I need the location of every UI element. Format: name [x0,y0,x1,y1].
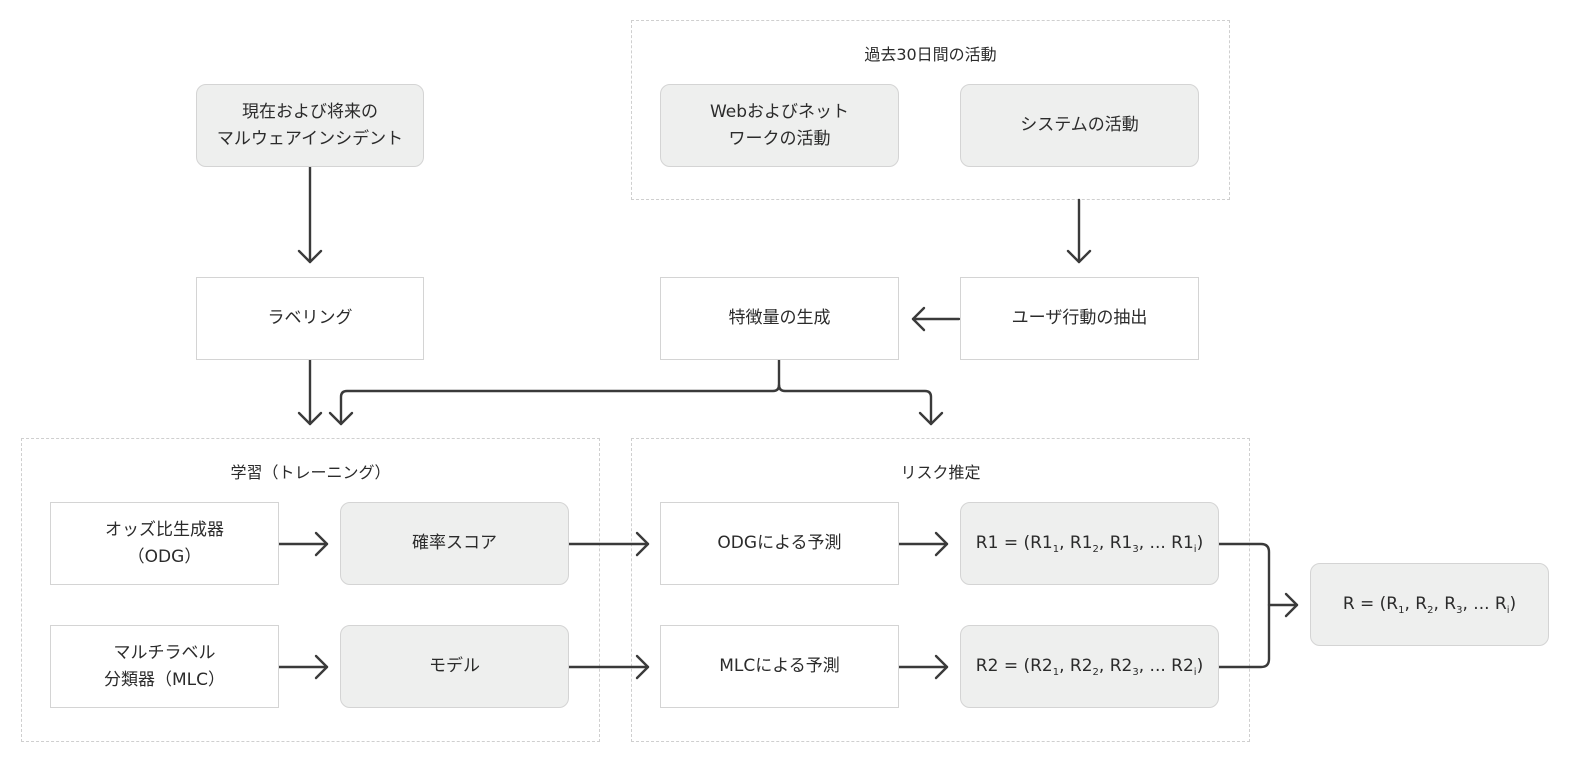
node-user-behavior-extraction: ユーザ行動の抽出 [960,277,1199,360]
group-activity: 過去30日間の活動 [631,20,1230,200]
r-final-formula: R = (R1, R2, R3, ... Ri) [1343,591,1516,618]
node-feature-generation: 特徴量の生成 [660,277,899,360]
edge-odg-to-probability [277,531,329,557]
edge-features-to-training [328,358,781,426]
formula-subscript: 1 [1052,667,1060,678]
node-mlc-prediction: MLCによる予測 [660,625,899,708]
edge-probability-to-odg-prediction [567,531,650,557]
formula-text: R = (R [1342,594,1399,614]
edge-r1-r2-to-r [1217,542,1299,669]
formula-text: , R2 [1059,656,1093,676]
node-odds-ratio-generator: オッズ比生成器 （ODG） [50,502,279,585]
node-system-activity: システムの活動 [960,84,1199,167]
edge-mlc-prediction-to-r2 [897,654,949,680]
formula-text: , R2 [1098,656,1133,676]
formula-text: , ... R [1462,594,1507,614]
formula-subscript: 3 [1132,667,1139,678]
node-r1: R1 = (R11, R12, R13, ... R1i) [960,502,1219,585]
formula-subscript: 1 [1398,605,1405,616]
edge-activity-to-extraction [1066,198,1092,264]
group-risk: リスク推定 [631,438,1250,742]
node-probability-score: 確率スコア [340,502,569,585]
node-r2: R2 = (R21, R22, R23, ... R2i) [960,625,1219,708]
node-r-final: R = (R1, R2, R3, ... Ri) [1310,563,1549,646]
formula-text: , ... R2 [1138,656,1194,676]
formula-subscript: i [1193,544,1197,555]
node-web-network-activity: Webおよびネット ワークの活動 [660,84,899,167]
formula-subscript: 1 [1052,544,1060,555]
node-labeling: ラベリング [196,277,424,360]
edge-mlc-to-model [277,654,329,680]
node-model: モデル [340,625,569,708]
formula-subscript: 3 [1456,605,1463,616]
group-activity-title: 過去30日間の活動 [864,45,997,64]
formula-text: , ... R1 [1138,533,1194,553]
formula-subscript: 2 [1092,544,1099,555]
node-odg-prediction: ODGによる予測 [660,502,899,585]
formula-text: ) [1196,656,1204,676]
node-multilabel-classifier: マルチラベル 分類器（MLC） [50,625,279,708]
edge-extraction-to-features [911,306,961,332]
r1-formula: R1 = (R11, R12, R13, ... R1i) [976,530,1203,557]
formula-text: , R [1433,594,1457,614]
formula-text: , R1 [1059,533,1093,553]
formula-subscript: 3 [1132,544,1139,555]
formula-subscript: i [1193,667,1197,678]
formula-text: ) [1196,533,1204,553]
formula-subscript: i [1506,605,1510,616]
node-malware-incidents: 現在および将来の マルウェアインシデント [196,84,424,167]
r2-formula: R2 = (R21, R22, R23, ... R2i) [976,653,1203,680]
edge-labeling-to-training [297,358,323,426]
group-training: 学習（トレーニング） [21,438,600,742]
edge-features-to-risk [777,383,944,426]
formula-text: , R1 [1098,533,1133,553]
edge-model-to-mlc-prediction [567,654,650,680]
formula-text: R1 = (R1 [975,533,1053,553]
formula-text: , R [1404,594,1428,614]
edge-incidents-to-labeling [297,165,323,264]
formula-subscript: 2 [1092,667,1099,678]
formula-text: R2 = (R2 [975,656,1053,676]
formula-subscript: 2 [1427,605,1434,616]
formula-text: ) [1509,594,1517,614]
edge-odg-prediction-to-r1 [897,531,949,557]
group-risk-title: リスク推定 [900,463,981,482]
group-training-title: 学習（トレーニング） [230,463,391,482]
